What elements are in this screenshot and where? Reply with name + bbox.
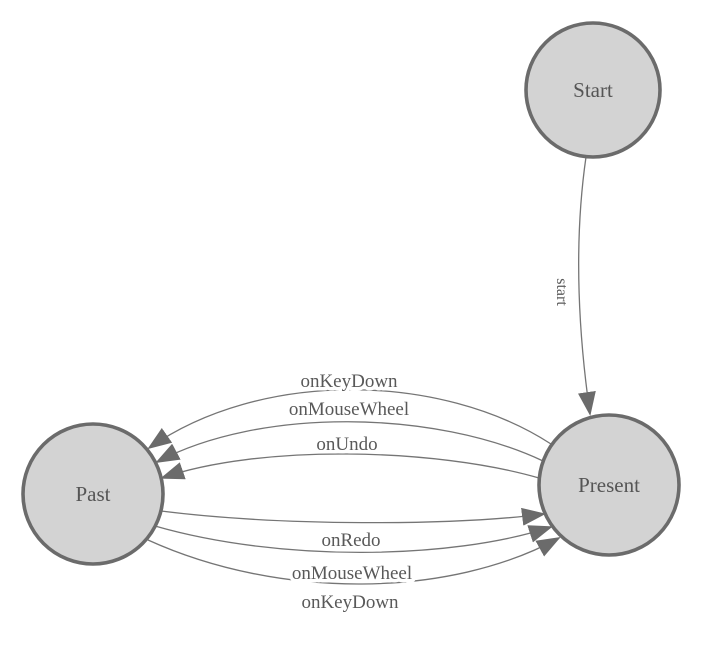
edge-past-to-present-onkeydown <box>147 537 561 585</box>
state-node-past: Past <box>21 422 165 566</box>
nodes-layer: Start Present Past <box>21 21 681 566</box>
edge-start-to-present <box>577 156 596 416</box>
edge-label-onundo: onUndo <box>316 434 377 455</box>
edge-past-to-present-onmousewheel <box>154 525 553 553</box>
state-node-present: Present <box>537 413 681 557</box>
edge-present-to-past-onmousewheel <box>155 421 544 463</box>
state-label-past: Past <box>75 482 110 506</box>
edge-label-onredo: onRedo <box>321 530 380 551</box>
edge-labels-layer: start onKeyDown onMouseWheel onUndo onRe… <box>285 275 573 616</box>
edge-label-onkeydown-bottom: onKeyDown <box>301 592 399 613</box>
edge-present-to-past-onundo <box>160 453 540 480</box>
state-label-present: Present <box>578 473 640 497</box>
edge-label-onmousewheel-bottom: onMouseWheel <box>292 563 412 584</box>
state-circle-start <box>524 21 662 159</box>
edge-label-onmousewheel-top: onMouseWheel <box>289 399 409 420</box>
edges-layer <box>147 156 596 585</box>
edge-past-to-present-onredo <box>160 507 546 526</box>
edge-label-onkeydown-top: onKeyDown <box>300 371 398 392</box>
state-node-start: Start <box>524 21 662 159</box>
edge-label-start: start <box>553 278 570 306</box>
state-label-start: Start <box>573 78 613 102</box>
state-circle-present <box>537 413 681 557</box>
edge-present-to-past-onkeydown <box>147 389 552 450</box>
state-circle-past <box>21 422 165 566</box>
